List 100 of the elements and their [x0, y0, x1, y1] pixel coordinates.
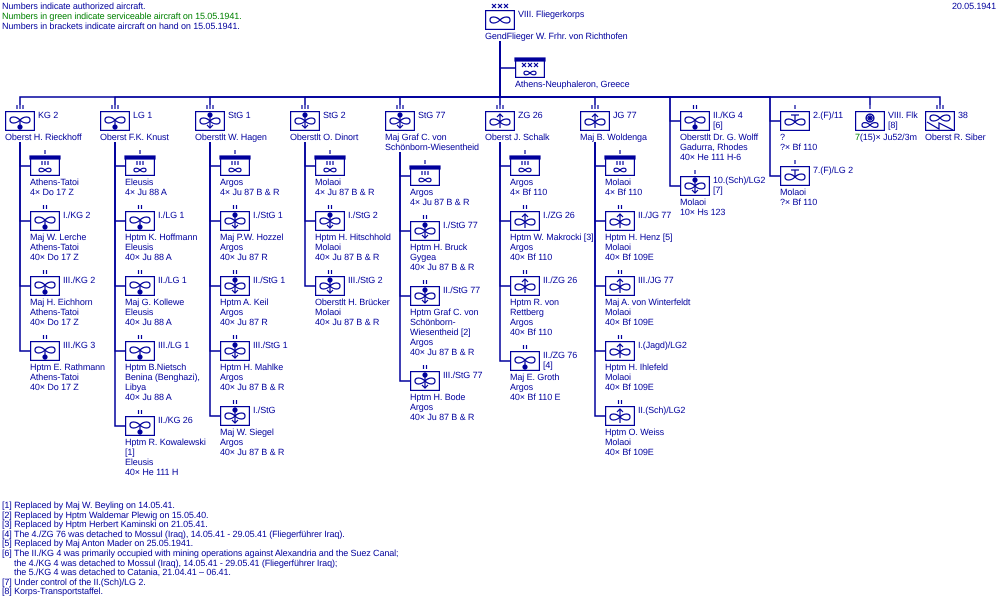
unit-detail-text: 4× Bf 110: [605, 187, 642, 197]
unit-designation: ZG 26: [518, 110, 543, 120]
unit-designation: I./StG: [253, 405, 276, 415]
connector-line: [304, 142, 315, 287]
unit-detail-text: Argos: [410, 337, 434, 347]
unit-detail-text: Hptm H. Hitschhold: [315, 232, 391, 242]
unit-detail-text: Molaoi: [315, 242, 342, 252]
unit-detail-text: 40× Bf 109E: [605, 317, 655, 327]
unit-detail-text: Argos: [220, 372, 244, 382]
footnote-mark: [7]: [713, 185, 724, 195]
unit-designation: I./ZG 26: [543, 210, 575, 220]
unit-detail-text: 40× Do 17 Z: [30, 317, 80, 327]
unit-detail-text: Maj H. Eichhorn: [30, 297, 94, 307]
unit-detail-text: Oberstlt W. Hagen: [195, 132, 267, 142]
unit-detail-text: Molaoi: [605, 307, 632, 317]
unit-detail-text: Maj W. Siegel: [220, 427, 275, 437]
unit-designation: III./KG 2: [63, 275, 96, 285]
unit-designation: II./LG 1: [158, 275, 187, 285]
unit-detail-text: 40× Do 17 Z: [30, 382, 80, 392]
unit-designation: III./StG 2: [348, 275, 383, 285]
unit-detail-text: Athens-Tatoi: [30, 242, 80, 252]
unit-designation: II./ZG 76: [543, 350, 578, 360]
unit-designation: III./StG 1: [253, 340, 288, 350]
footnote-mark: [4]: [543, 360, 554, 370]
unit-detail-text: Molaoi: [605, 177, 632, 187]
unit-detail-text: Hptm H. Bode: [410, 392, 466, 402]
unit-designation: StG 1: [228, 110, 251, 120]
unit-designation: II./JG 77: [638, 210, 672, 220]
unit-detail-text: Athens-Neuphaleron, Greece: [515, 79, 630, 89]
unit-detail-text: 40× Ju 87 B & R: [410, 412, 476, 422]
unit-detail-text: Gadurra, Rhodes: [680, 142, 749, 152]
unit-detail-text: 40× Bf 110 E: [510, 392, 562, 402]
unit-detail-text: Maj A. von Winterfeldt: [605, 297, 690, 307]
serviceable-count: 7: [855, 132, 860, 142]
footnote-text: [7] Under control of the II.(Sch)/LG 2.: [2, 578, 146, 588]
unit-detail-text: 40× Ju 87 B & R: [410, 262, 476, 272]
unit-detail-text: Molaoi: [605, 372, 632, 382]
unit-detail-text: Oberst J. Schalk: [485, 132, 550, 142]
footnote-text: [1] Replaced by Maj W. Beyling on 14.05.41.: [2, 501, 175, 511]
unit-detail-text: Hptm E. Rathmann: [30, 362, 105, 372]
unit-detail-text: Hptm W. Makrocki [3]: [510, 232, 594, 242]
unit-detail-text: 40× Ju 87 B & R: [220, 447, 284, 457]
unit-detail-text: Argos: [510, 177, 534, 187]
unit-detail-text: Oberst R. Siber: [925, 132, 986, 142]
note-text: Numbers in brackets indicate aircraft on hand on 15.05.1941.: [2, 21, 240, 31]
unit-detail-text: Argos: [410, 402, 434, 412]
unit-detail-text: 40× He 111 H-6: [680, 152, 742, 162]
unit-detail-text: 4× Ju 87 B & R: [410, 197, 470, 207]
unit-detail-text: 40× Bf 109E: [605, 382, 655, 392]
unit-designation: II./KG 26: [158, 415, 193, 425]
connector-line: [399, 152, 410, 382]
unit-designation: StG 77: [418, 110, 446, 120]
unit-detail-text: Eleusis: [125, 177, 154, 187]
unit-detail-text: 40× Ju 88 A: [125, 252, 173, 262]
unit-designation: KG 2: [38, 110, 58, 120]
unit-designation: III./StG 77: [443, 370, 482, 380]
unit-detail-text: Hptm H. Mahlke: [220, 362, 284, 372]
unit-detail-text: Hptm H. Bruck: [410, 242, 468, 252]
unit-designation: I./LG 1: [158, 210, 184, 220]
footnote-text: [8] Korps-Transportstaffel.: [2, 587, 103, 597]
unit-detail-text: 40× Ju 87 R: [220, 317, 269, 327]
unit-detail-text: 40× Ju 88 A: [125, 392, 173, 402]
unit-detail-text: Hptm K. Hoffmann: [125, 232, 198, 242]
unit-detail-text: Argos: [220, 242, 244, 252]
unit-detail-text: 4× Ju 88 A: [125, 187, 167, 197]
unit-detail-text: Eleusis: [125, 457, 154, 467]
footnote-text: the 5./KG 4 was detached to Catania, 21.04.41 – 06.41.: [14, 568, 231, 578]
unit-detail-text: 40× Ju 87 B & R: [410, 347, 476, 357]
footnote-text: [2] Replaced by Hptm Waldemar Plewig on 15.05.40.: [2, 510, 208, 520]
unit-detail-text: Hptm R. Kowalewski [1]: [125, 437, 207, 457]
unit-designation: II./StG 77: [443, 285, 480, 295]
unit-detail-text: 40× Bf 110: [510, 252, 554, 262]
date-text: 20.05.1941: [952, 1, 996, 11]
footnote-text: the 4./KG 4 was detached to Mossul (Iraq), 14.05.41 - 29.05.41 (Fliegerführer Iraq);: [14, 558, 338, 568]
footnote-mark: [6]: [713, 120, 724, 130]
unit-designation: 38: [958, 110, 968, 120]
unit-detail-text: Maj P.W. Hozzel: [220, 232, 284, 242]
unit-detail-text: Athens-Tatoi: [30, 372, 80, 382]
unit-detail-text: Hptm O. Weiss: [605, 427, 666, 437]
unit-designation: I./StG 1: [253, 210, 283, 220]
unit-detail-text: 40× Bf 110: [510, 327, 554, 337]
unit-detail-text: Argos: [510, 317, 534, 327]
unit-detail-text: Molaoi: [780, 187, 807, 197]
unit-detail-text: 40× Ju 87 B & R: [315, 317, 380, 327]
unit-detail-text: Maj Graf C. von Schönborn-Wiesentheid: [385, 132, 480, 152]
unit-detail-text: GendFlieger W. Frhr. von Richthofen: [485, 31, 628, 41]
unit-detail-text: Hptm B.Nietsch: [125, 362, 188, 372]
unit-detail-text: 4× Do 17 Z: [30, 187, 75, 197]
unit-detail-text: Eleusis: [125, 242, 154, 252]
unit-detail-text: Argos: [220, 177, 244, 187]
footnote-mark: [8]: [888, 120, 899, 130]
note-text: Numbers indicate authorized aircraft.: [2, 1, 146, 11]
unit-detail-text: Argos: [410, 187, 434, 197]
unit-detail-text: Maj B. Woldenga: [580, 132, 647, 142]
connector-line: [114, 142, 125, 427]
unit-detail-text: 40× Ju 88 A: [125, 317, 173, 327]
unit-detail-text: Maj E. Groth: [510, 372, 560, 382]
unit-designation: III./JG 77: [638, 275, 674, 285]
unit-designation: 10.(Sch)/LG2: [713, 175, 766, 185]
unit-designation: II./KG 4: [713, 110, 743, 120]
